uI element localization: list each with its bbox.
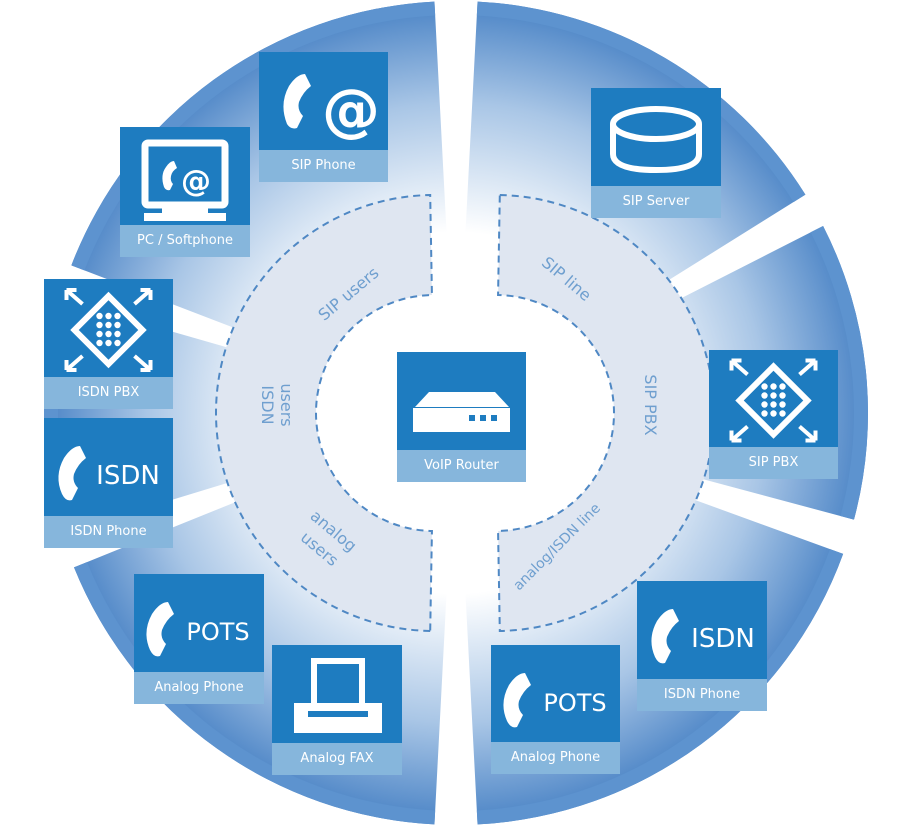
analog-phone-left-glyph: POTS (186, 618, 249, 646)
analog-phone-left-box[interactable]: POTS Analog Phone (134, 574, 264, 704)
sip-pbx-label: SIP PBX (709, 447, 838, 479)
softphone-glyph: @ (181, 164, 211, 199)
router-label: VoIP Router (397, 450, 526, 482)
analog-phone-right-box[interactable]: POTS Analog Phone (491, 645, 620, 774)
pc-softphone-box[interactable]: @ PC / Softphone (120, 127, 250, 257)
isdn-phone-left-label: ISDN Phone (44, 516, 173, 548)
isdn-phone-icon: ISDN (637, 581, 767, 679)
analog-fax-label: Analog FAX (272, 743, 402, 775)
isdn-phone-right-box[interactable]: ISDN ISDN Phone (637, 581, 767, 711)
wheel-rim (810, 225, 868, 520)
voip-router-box[interactable]: VoIP Router (397, 352, 526, 482)
server-icon (591, 88, 721, 186)
sip-phone-box[interactable]: @ SIP Phone (259, 52, 388, 182)
ring-label-isdn-users: users (277, 383, 296, 426)
pots-phone-icon: POTS (491, 645, 620, 742)
isdn-phone-right-glyph: ISDN (691, 624, 755, 654)
isdn-pbx-label: ISDN PBX (44, 377, 173, 409)
ring-label-sip-pbx: SIP PBX (641, 374, 660, 435)
fax-icon (272, 645, 402, 743)
sip-server-label: SIP Server (591, 186, 721, 218)
user-side-ring (214, 194, 433, 632)
analog-phone-right-label: Analog Phone (491, 742, 620, 774)
isdn-phone-left-glyph: ISDN (96, 461, 160, 491)
isdn-pbx-box[interactable]: ISDN PBX (44, 279, 173, 409)
pbx-icon (709, 350, 838, 447)
analog-phone-right-glyph: POTS (543, 689, 606, 717)
sip-phone-glyph: @ (322, 76, 380, 144)
analog-fax-box[interactable]: Analog FAX (272, 645, 402, 775)
pbx-icon (44, 279, 173, 377)
wheel-rim (71, 1, 436, 271)
wheel-rim (476, 549, 844, 825)
sip-phone-label: SIP Phone (259, 150, 388, 182)
wheel-rim (74, 562, 436, 825)
pc-softphone-label: PC / Softphone (120, 225, 250, 257)
ring-label-isdn: ISDN (258, 385, 277, 424)
isdn-phone-icon: ISDN (44, 418, 173, 516)
sip-phone-icon: @ (259, 52, 388, 150)
router-icon (397, 352, 526, 450)
sip-pbx-box[interactable]: SIP PBX (709, 350, 838, 479)
sip-server-box[interactable]: SIP Server (591, 88, 721, 218)
inner-ring (214, 194, 716, 632)
line-side-ring (497, 194, 716, 632)
pots-phone-icon: POTS (134, 574, 264, 672)
analog-phone-left-label: Analog Phone (134, 672, 264, 704)
softphone-monitor-icon: @ (120, 127, 250, 225)
isdn-phone-right-label: ISDN Phone (637, 679, 767, 711)
isdn-phone-left-box[interactable]: ISDN ISDN Phone (44, 418, 173, 548)
